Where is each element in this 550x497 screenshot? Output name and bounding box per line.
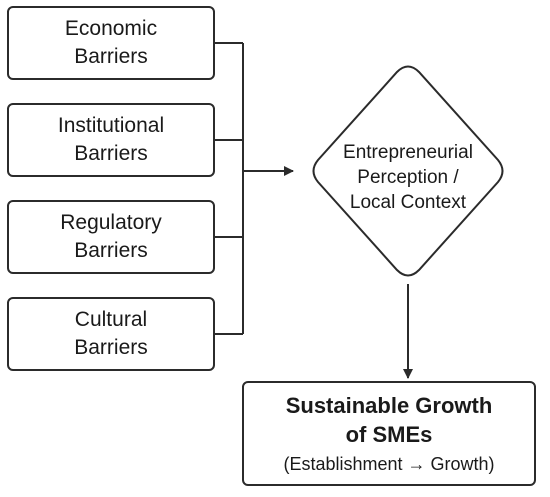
institutional-barriers-label: Institutional Barriers bbox=[57, 114, 165, 165]
regulatory-barriers-label: Regulatory Barriers bbox=[60, 211, 162, 262]
cultural-barriers-box: Cultural Barriers bbox=[7, 297, 215, 371]
outcome-box: Sustainable Growth of SMEs (Establishmen… bbox=[242, 381, 536, 486]
economic-barriers-label: Economic Barriers bbox=[64, 17, 158, 68]
regulatory-barriers-box: Regulatory Barriers bbox=[7, 200, 215, 274]
economic-barriers-box: Economic Barriers bbox=[7, 6, 215, 80]
decision-label: Entrepreneurial Perception / Local Conte… bbox=[343, 141, 473, 213]
outcome-title: Sustainable Growth of SMEs bbox=[285, 392, 493, 447]
cultural-barriers-label: Cultural Barriers bbox=[74, 308, 148, 359]
outcome-subtitle: (Establishment → Growth) bbox=[283, 453, 495, 474]
institutional-barriers-box: Institutional Barriers bbox=[7, 103, 215, 177]
decision-diamond bbox=[312, 65, 504, 277]
